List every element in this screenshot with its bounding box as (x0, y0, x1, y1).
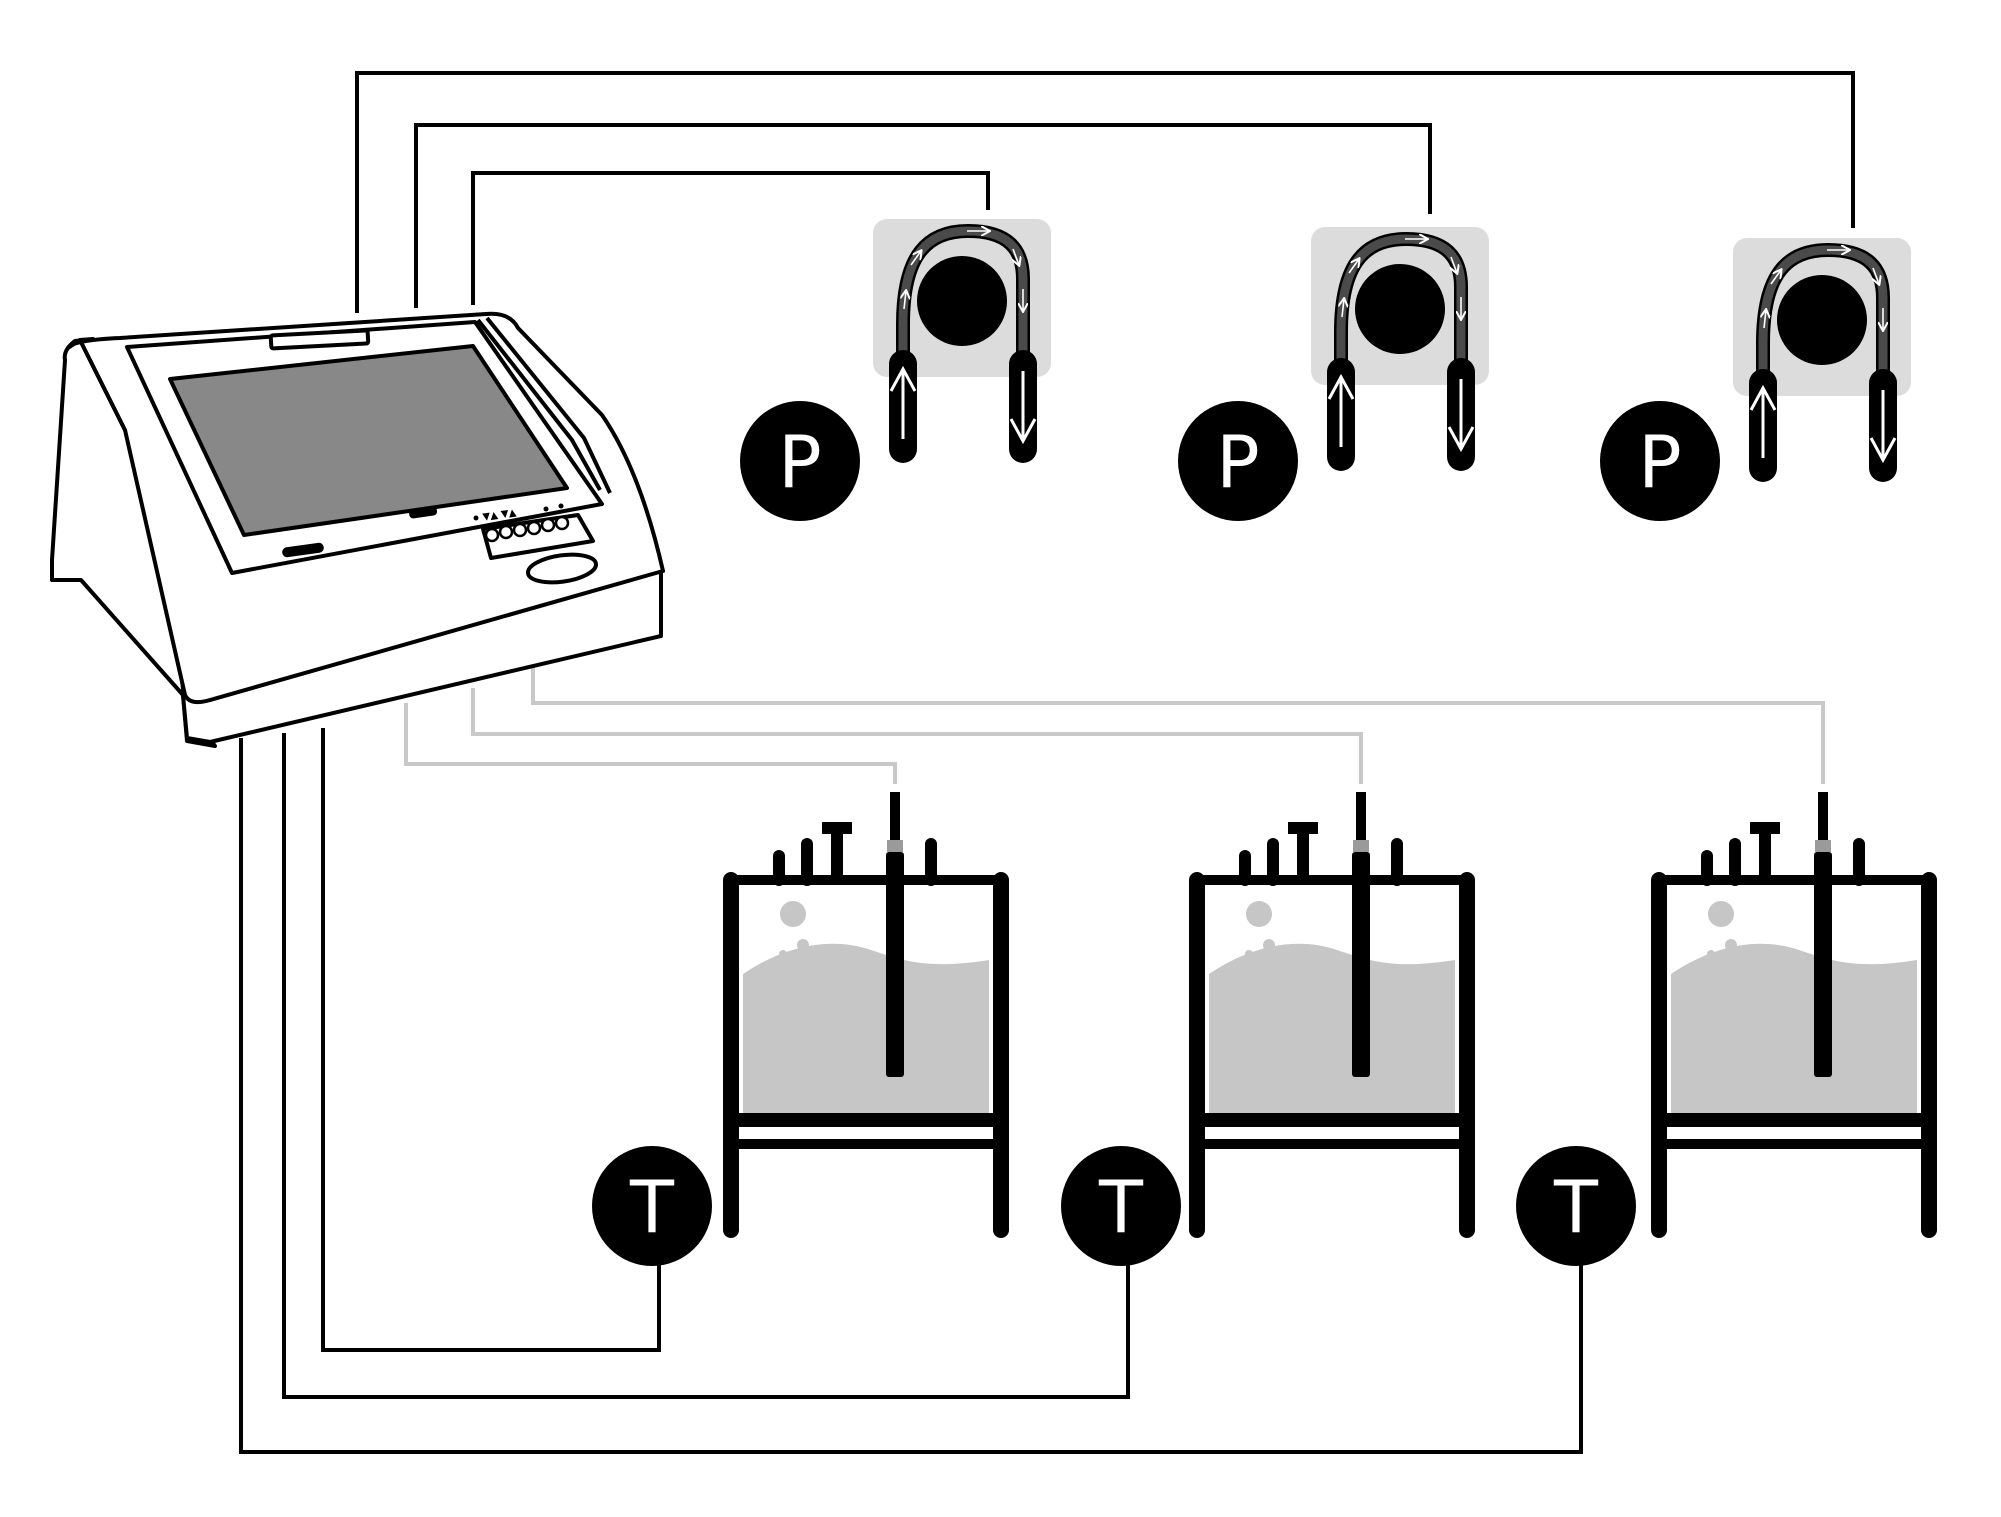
vessel-3 (1659, 792, 1929, 1230)
keypad-button[interactable] (526, 520, 542, 536)
vessel-1 (731, 792, 1001, 1230)
pump-badge (1600, 401, 1720, 521)
screen-slot-bottom (282, 542, 324, 558)
temperature-label: T (629, 1165, 675, 1249)
top-vent (268, 328, 371, 351)
temperature-badge (592, 1146, 712, 1266)
temperature-sensor-3: T (1516, 1146, 1636, 1266)
keypad-button[interactable] (554, 515, 570, 531)
control-knob[interactable] (526, 552, 598, 585)
keypad-symbols: ▼▲ ▼▲ (482, 507, 517, 523)
temperature-sensor-lines (239, 728, 1583, 1454)
vessel-2 (1197, 792, 1467, 1230)
pump-badge (740, 401, 860, 521)
controller-unit (50, 311, 665, 748)
keypad-button[interactable] (540, 517, 556, 533)
pump-1: P (740, 219, 1051, 521)
temperature-badge (1061, 1146, 1181, 1266)
temperature-label: T (1553, 1165, 1599, 1249)
indicator-dot (558, 503, 564, 509)
keypad-buttons (484, 515, 570, 543)
probe-cable-lines (404, 665, 1825, 784)
pump-label: P (1638, 420, 1681, 504)
temperature-label: T (1098, 1165, 1144, 1249)
pump-2: P (1178, 227, 1489, 521)
temperature-sensor-2: T (1061, 1146, 1181, 1266)
screen-slot-mid (409, 506, 438, 519)
keypad-button[interactable] (512, 522, 528, 538)
keypad-button[interactable] (498, 524, 514, 540)
indicator-dot (543, 506, 549, 512)
top-ridge-right (485, 316, 612, 494)
screen-display (168, 344, 569, 537)
indicator-dot (473, 515, 479, 521)
temperature-badge (1516, 1146, 1636, 1266)
pump-badge (1178, 401, 1298, 521)
keypad-button[interactable] (484, 527, 500, 543)
top-ridge-left (476, 318, 602, 491)
pump-control-lines (355, 71, 1855, 313)
pump-label: P (1216, 420, 1259, 504)
pump-3: P (1600, 238, 1911, 521)
temperature-sensor-1: T (592, 1146, 712, 1266)
pump-label: P (778, 420, 821, 504)
